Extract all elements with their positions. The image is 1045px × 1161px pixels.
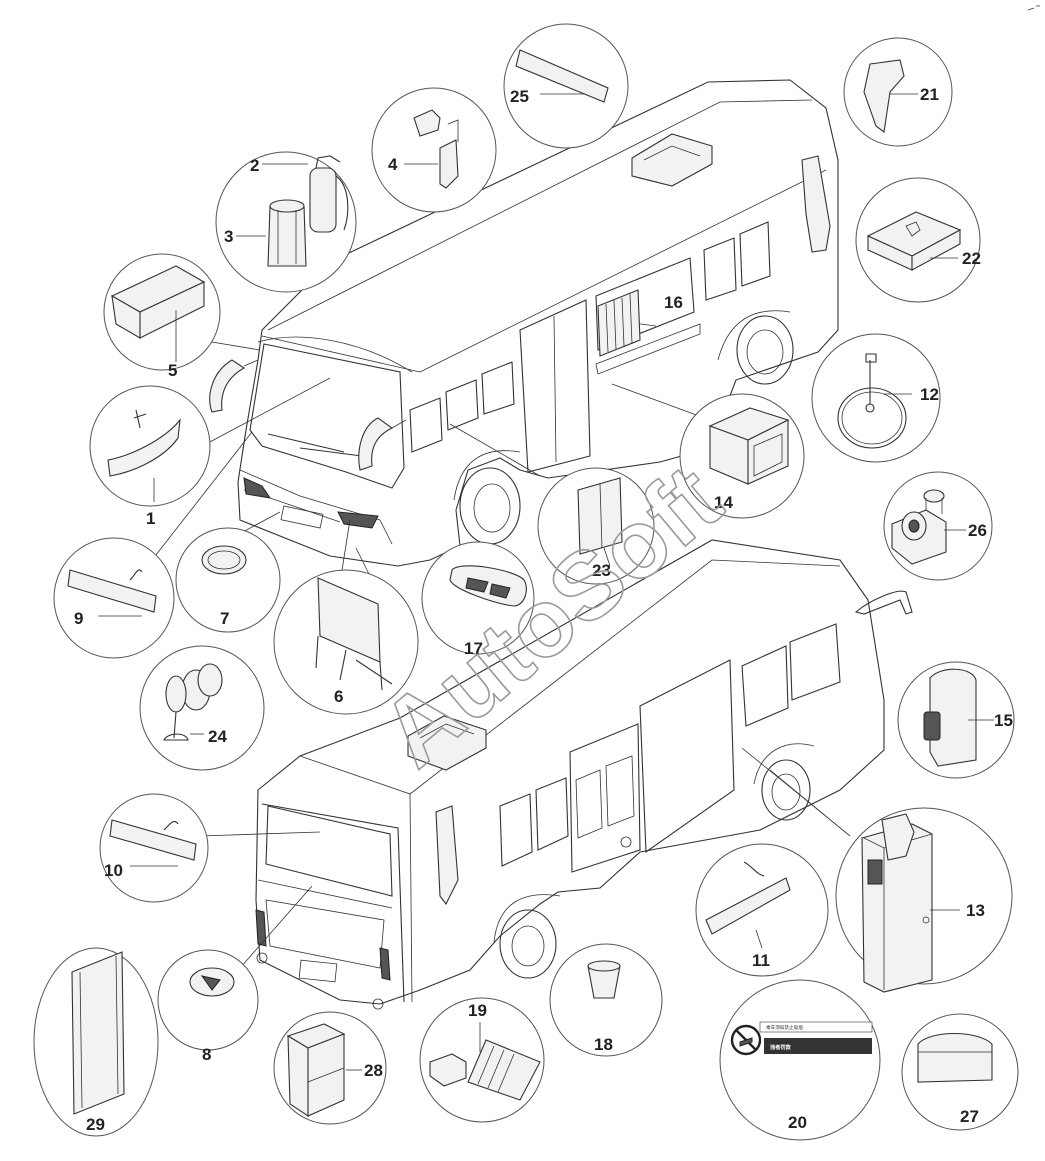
label-18: 18 (594, 1035, 613, 1054)
label-1: 1 (146, 509, 155, 528)
label-19: 19 (468, 1001, 487, 1020)
part-13 (835, 807, 1013, 993)
part-21 (843, 37, 953, 147)
label-26: 26 (968, 521, 987, 540)
label-17: 17 (464, 639, 483, 658)
label-12: 12 (920, 385, 939, 404)
label-7: 7 (220, 609, 229, 628)
label-5: 5 (168, 361, 177, 380)
label-11: 11 (752, 951, 770, 970)
part-29 (33, 947, 159, 1137)
sign-text-main: 违者罚款 (770, 1043, 792, 1051)
part-24 (139, 645, 265, 771)
part-6 (273, 569, 419, 715)
part-9 (53, 537, 175, 659)
part-11 (695, 843, 829, 977)
part-23 (537, 467, 655, 585)
part-22 (855, 177, 981, 303)
label-29: 29 (86, 1115, 105, 1134)
label-21: 21 (920, 85, 939, 104)
part-27 (901, 1013, 1019, 1131)
label-4: 4 (388, 155, 398, 174)
part-5 (103, 253, 221, 371)
label-22: 22 (962, 249, 981, 268)
label-10: 10 (104, 861, 123, 880)
part-16 (597, 289, 641, 357)
label-13: 13 (966, 901, 985, 920)
label-28: 28 (364, 1061, 383, 1080)
part-17 (421, 541, 535, 655)
label-15: 15 (994, 711, 1013, 730)
part-7 (175, 527, 281, 633)
part-labels: 1 2 3 4 5 6 7 8 9 10 11 12 13 14 15 16 1… (74, 85, 1013, 1134)
leader-lines (151, 319, 851, 969)
part-20: 乘车须知禁止吸烟 违者罚款 (719, 979, 881, 1141)
part-8 (157, 949, 259, 1051)
part-28 (273, 1011, 387, 1125)
label-24: 24 (208, 727, 227, 746)
rear-bus (255, 539, 913, 1010)
label-16: 16 (664, 293, 683, 312)
label-25: 25 (510, 87, 529, 106)
label-3: 3 (224, 227, 233, 246)
label-20: 20 (788, 1113, 807, 1132)
part-10 (99, 793, 209, 903)
part-19 (419, 997, 545, 1123)
label-27: 27 (960, 1107, 979, 1126)
part-1 (89, 385, 211, 507)
part-18 (549, 943, 663, 1057)
part-4 (371, 87, 497, 213)
label-6: 6 (334, 687, 343, 706)
label-8: 8 (202, 1045, 211, 1064)
part-25 (503, 23, 629, 149)
front-bus (209, 79, 839, 567)
part-2-3 (215, 151, 357, 293)
label-14: 14 (714, 493, 733, 512)
label-23: 23 (592, 561, 611, 580)
part-26 (883, 471, 993, 581)
sign-text-top: 乘车须知禁止吸烟 (766, 1024, 803, 1031)
part-15 (897, 661, 1015, 779)
label-9: 9 (74, 609, 83, 628)
part-12 (811, 333, 941, 463)
label-2: 2 (250, 156, 259, 175)
part-14 (679, 393, 805, 519)
